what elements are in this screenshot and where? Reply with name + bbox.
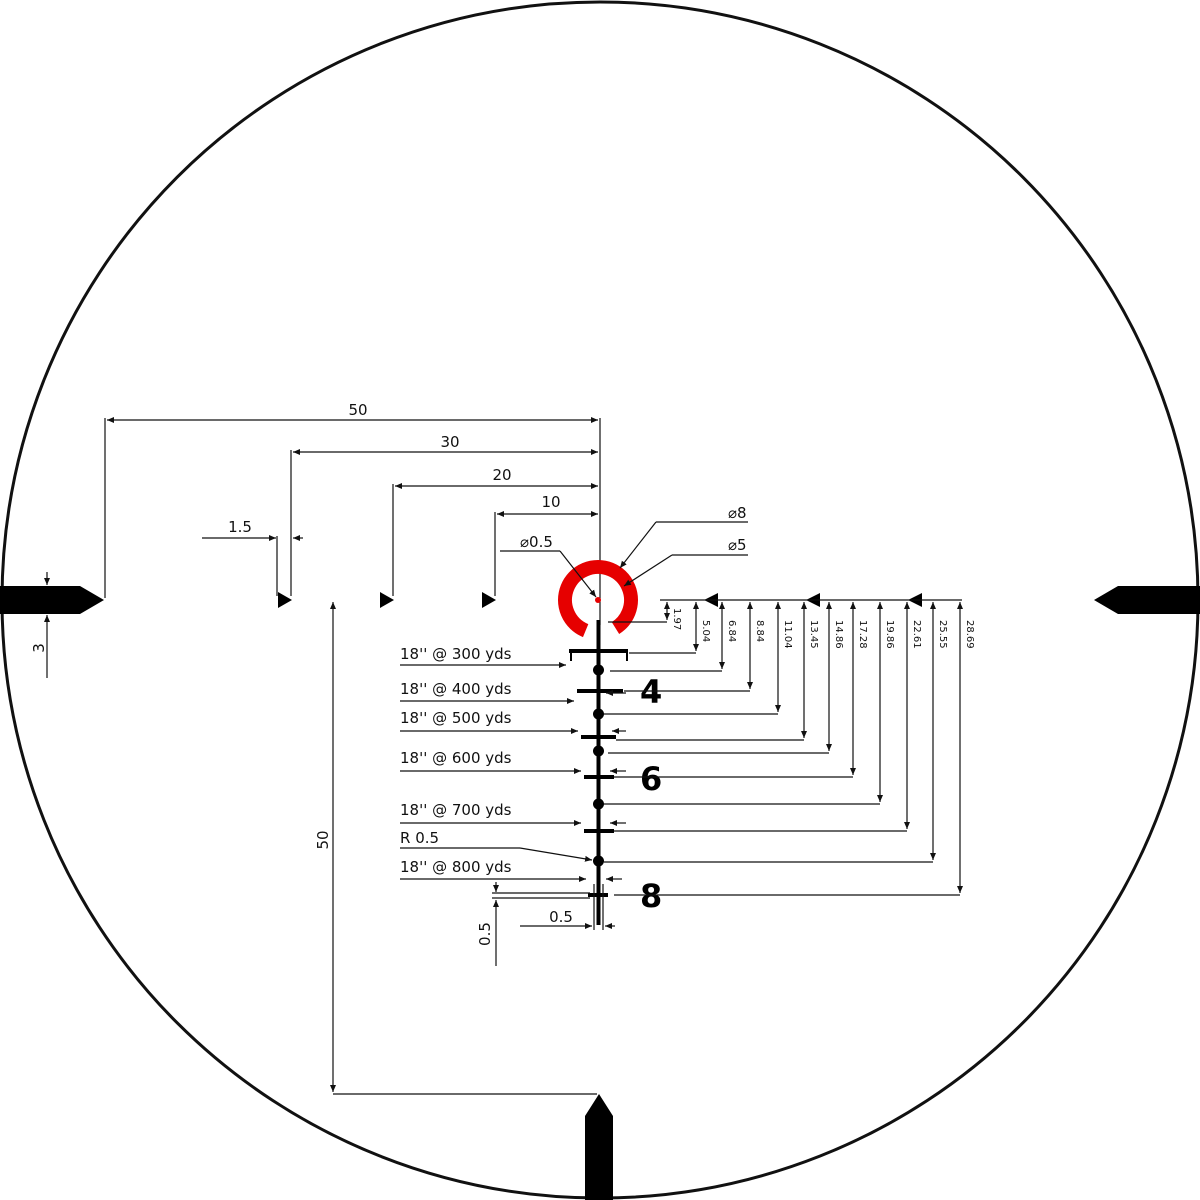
stadia-label-700: 18'' @ 700 yds <box>400 801 512 819</box>
stadia-bars <box>569 649 628 897</box>
drop-value-11: 25.55 <box>937 620 948 649</box>
drop-value-6: 13.45 <box>808 620 819 649</box>
vertical-stadia <box>596 620 601 925</box>
triangle-marker-30 <box>278 592 292 608</box>
dim-50-label: 50 <box>348 401 367 419</box>
horizontal-dimensions: 50 30 20 10 1.5 <box>104 401 601 625</box>
drop-value-7: 14.86 <box>833 620 844 649</box>
range-number-6: 6 <box>640 760 662 798</box>
triangle-marker-10 <box>482 592 496 608</box>
left-post <box>0 586 104 614</box>
stadia-label-300: 18'' @ 300 yds <box>400 645 512 663</box>
drop-value-4: 8.84 <box>754 620 765 642</box>
dim-1-5-label: 1.5 <box>228 518 252 536</box>
tick-height-label: 0.5 <box>476 922 494 946</box>
bottom-post <box>585 1094 613 1200</box>
drop-value-10: 22.61 <box>911 620 922 649</box>
stadia-label-600: 18'' @ 600 yds <box>400 749 512 767</box>
vertical-50-dimension: 50 <box>314 602 597 1095</box>
drop-value-3: 6.84 <box>726 620 737 642</box>
dim-30-label: 30 <box>440 433 459 451</box>
red-circle-dot <box>558 560 638 640</box>
center-dot-label: ⌀0.5 <box>520 533 553 551</box>
stadia-label-800: 18'' @ 800 yds <box>400 858 512 876</box>
range-number-8: 8 <box>640 877 662 915</box>
stadia-label-group: 18'' @ 300 yds 18'' @ 400 yds 18'' @ 500… <box>400 645 512 876</box>
bar-end-ticks <box>606 690 626 882</box>
drop-dimension-group: 1.97 5.04 6.84 8.84 11.04 13.45 14.86 17.28 19.8… <box>604 602 975 896</box>
tick-width-label: 0.5 <box>549 908 573 926</box>
post-width-dimension: 3 <box>30 572 50 678</box>
ring-outer-label: ⌀8 <box>728 504 747 522</box>
drop-value-5: 11.04 <box>782 620 793 649</box>
drop-value-12: 28.69 <box>964 620 975 649</box>
radius-label: R 0.5 <box>400 829 439 847</box>
vertical-50-label: 50 <box>314 830 332 849</box>
dim-10-label: 10 <box>541 493 560 511</box>
right-post <box>1094 586 1200 614</box>
drop-value-8: 17.28 <box>857 620 868 649</box>
stadia-label-500: 18'' @ 500 yds <box>400 709 512 727</box>
dim-20-label: 20 <box>492 466 511 484</box>
drop-value-1: 1.97 <box>671 608 682 630</box>
tick-dimensions: 0.5 0.5 <box>476 882 615 966</box>
holdover-dots <box>593 664 604 867</box>
triangle-marker-20 <box>380 592 394 608</box>
drop-value-2: 5.04 <box>700 620 711 642</box>
stadia-leaders <box>400 662 593 882</box>
drop-value-9: 19.86 <box>884 620 895 649</box>
range-number-4: 4 <box>640 673 662 711</box>
stadia-label-400: 18'' @ 400 yds <box>400 680 512 698</box>
ring-inner-label: ⌀5 <box>728 536 747 554</box>
ring-leaders: ⌀8 ⌀5 ⌀0.5 <box>500 504 748 598</box>
post-width-label: 3 <box>30 643 48 653</box>
